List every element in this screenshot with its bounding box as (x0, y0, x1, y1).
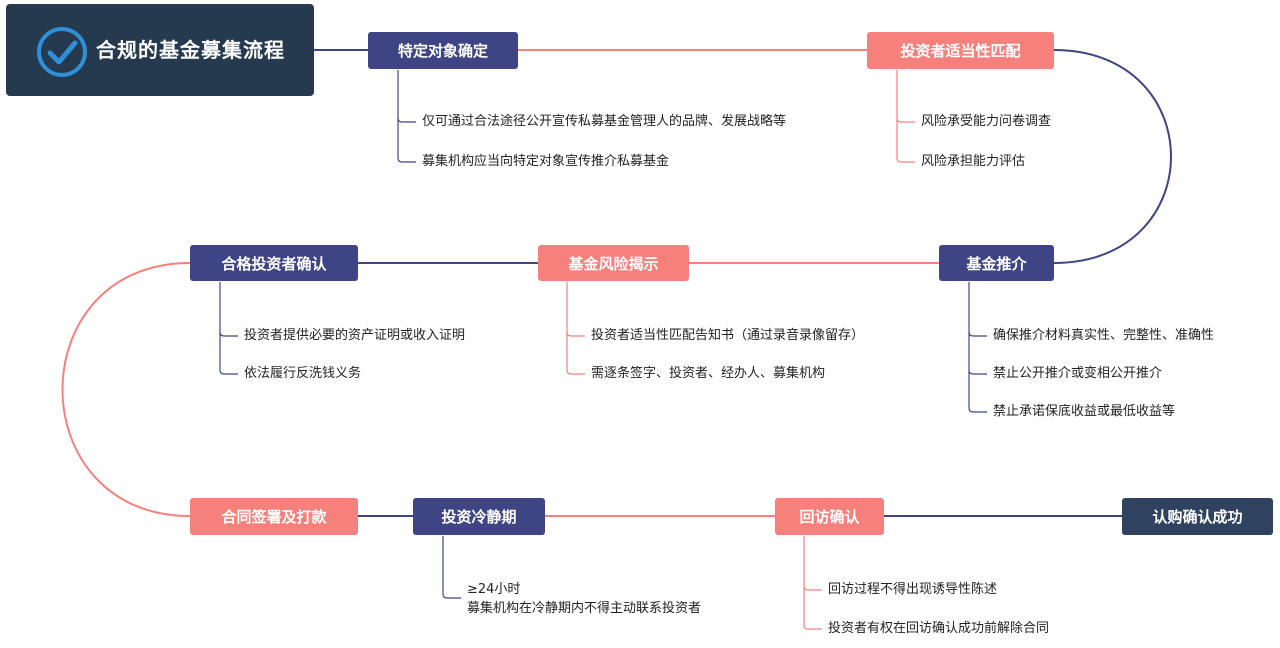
detail-cooling-2: 募集机构在冷静期内不得主动联系投资者 (467, 601, 702, 616)
branch-qualified (219, 282, 238, 375)
connector-suitability-to-promotion (1053, 49, 1172, 264)
branch-cooling (442, 536, 461, 599)
branch-suitability (896, 70, 915, 163)
check-circle-icon (37, 27, 87, 77)
node-contract-signing: 合同签署及打款 (190, 498, 358, 535)
detail-suitability-2: 风险承担能力评估 (921, 154, 1026, 169)
detail-cooling-1: ≥24小时 (467, 582, 521, 597)
page-title: 合规的基金募集流程 (96, 38, 285, 62)
connector-qualified-to-contract (61, 262, 191, 517)
node-risk-disclosure: 基金风险揭示 (538, 245, 689, 281)
detail-risk-2: 需逐条签字、投资者、经办人、募集机构 (591, 366, 826, 381)
node-fund-promotion: 基金推介 (939, 245, 1054, 281)
detail-promotion-3: 禁止承诺保底收益或最低收益等 (993, 404, 1176, 419)
detail-risk-1: 投资者适当性匹配告知书（通过录音录像留存） (591, 328, 865, 343)
branch-risk (566, 282, 585, 375)
node-cooling-period: 投资冷静期 (413, 498, 545, 535)
detail-qualified-1: 投资者提供必要的资产证明或收入证明 (244, 328, 466, 343)
detail-visit-2: 投资者有权在回访确认成功前解除合同 (828, 621, 1050, 636)
branch-promotion (968, 282, 987, 413)
node-subscription-success: 认购确认成功 (1122, 498, 1273, 535)
detail-promotion-2: 禁止公开推介或变相公开推介 (993, 366, 1163, 381)
node-return-visit: 回访确认 (775, 498, 884, 535)
title-card: 合规的基金募集流程 (6, 4, 314, 96)
detail-visit-1: 回访过程不得出现诱导性陈述 (828, 582, 998, 597)
detail-target-2: 募集机构应当向特定对象宣传推介私募基金 (422, 154, 670, 169)
node-qualified-investor: 合格投资者确认 (190, 245, 358, 281)
detail-promotion-1: 确保推介材料真实性、完整性、准确性 (993, 328, 1215, 343)
branch-visit (803, 536, 822, 630)
detail-qualified-2: 依法履行反洗钱义务 (244, 366, 362, 381)
detail-suitability-1: 风险承受能力问卷调查 (921, 114, 1052, 129)
node-target-investor: 特定对象确定 (368, 32, 518, 69)
branch-target (397, 70, 416, 163)
node-suitability-match: 投资者适当性匹配 (867, 32, 1054, 69)
detail-target-1: 仅可通过合法途径公开宣传私募基金管理人的品牌、发展战略等 (422, 114, 787, 129)
